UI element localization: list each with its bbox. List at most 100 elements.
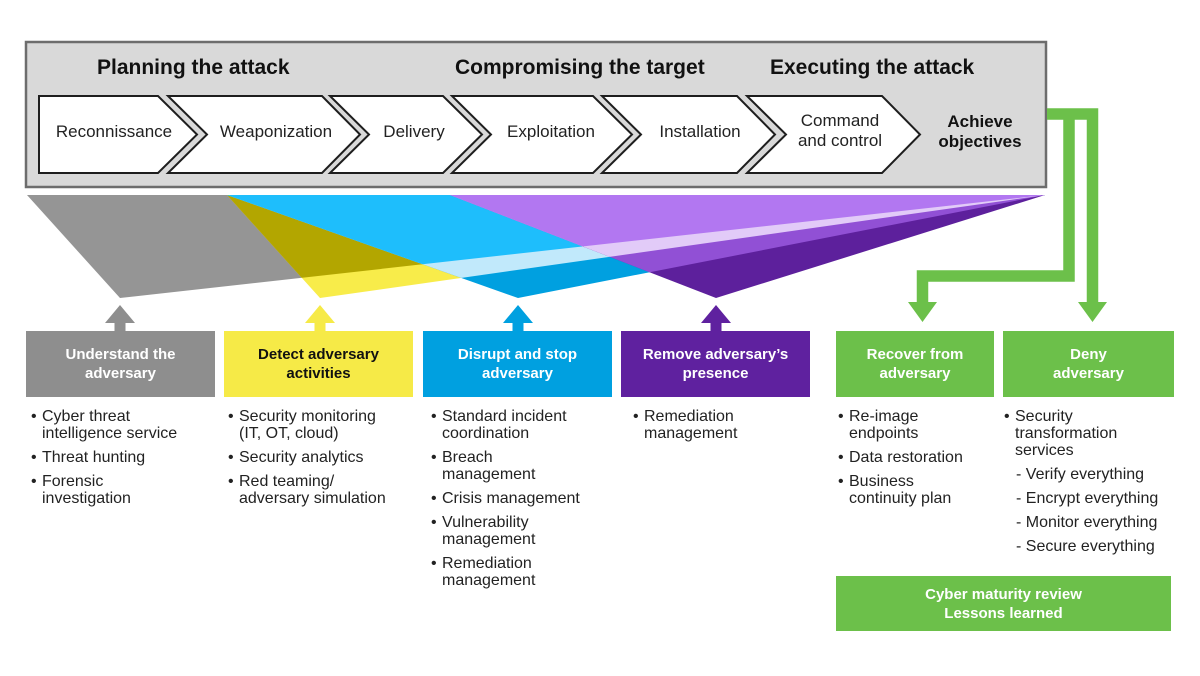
step-label-installation: Installation — [659, 122, 741, 141]
list-item-line: services — [1015, 442, 1074, 459]
list-item-line: Remediation — [442, 555, 532, 572]
list-deny: • Security transformation services - Ver… — [1004, 408, 1158, 562]
chevron-reconnaissance — [38, 95, 199, 174]
list-item-line: (IT, OT, cloud) — [239, 425, 339, 442]
phase-executing: Executing the attack — [770, 56, 975, 79]
connector-to-recover — [916, 114, 1075, 303]
capability-title-line: activities — [286, 365, 351, 382]
bullet: • — [431, 555, 437, 572]
phase-compromising: Compromising the target — [455, 56, 705, 79]
bullet: • — [431, 449, 437, 466]
list-item-line: Threat hunting — [42, 449, 146, 466]
sub-item: - Encrypt everything — [1016, 490, 1159, 507]
capability-title-line: Remove adversary’s — [642, 346, 789, 363]
capability-title-line: presence — [682, 365, 749, 382]
arrow-up-icon — [305, 305, 335, 331]
capability-title-line: Understand the — [65, 346, 176, 363]
list-item: • Security monitoring(IT, OT, cloud) — [228, 408, 386, 442]
arrow-down-icon — [908, 302, 937, 322]
final-step-achieve-objectives: Achieve objectives — [905, 112, 1055, 152]
list-item-line: management — [442, 572, 536, 589]
list-item-line: Red teaming/ — [239, 473, 335, 490]
capability-disrupt-adversary: Disrupt and stop adversary — [423, 331, 612, 397]
list-item: •Red teaming/adversary simulation — [228, 473, 386, 507]
list-item-line: Business — [849, 473, 914, 490]
list-item-line: intelligence service — [42, 425, 178, 442]
list-item: • Threat hunting — [31, 449, 177, 466]
list-item-line: endpoints — [849, 425, 919, 442]
arrow-down-icon — [1078, 302, 1107, 322]
capability-deny-adversary: Deny adversary — [1003, 331, 1174, 397]
list-item-line: Re-image — [849, 408, 919, 425]
final-step-line: Achieve — [947, 112, 1013, 131]
capability-remove-adversary: Remove adversary’s presence — [621, 331, 810, 397]
list-item-line: Crisis management — [442, 490, 580, 507]
list-item-line: management — [644, 425, 738, 442]
capability-title-line: Detect adversary — [258, 346, 379, 363]
list-item-line: Vulnerability — [442, 514, 529, 531]
capability-title-line: Recover from — [866, 346, 964, 363]
step-label-weaponization: Weaponization — [219, 122, 333, 141]
list-item-line: Forensic — [42, 473, 104, 490]
bullet: • — [31, 408, 37, 425]
list-item-line: coordination — [442, 425, 530, 442]
capability-title-line: adversary — [85, 365, 156, 382]
bullet: • — [838, 408, 844, 425]
bullet: • — [431, 490, 437, 507]
bullet: • — [31, 473, 37, 490]
list-detect: • Security monitoring(IT, OT, cloud) •Sec… — [228, 408, 386, 514]
bullet: • — [31, 449, 37, 466]
list-item-line: Data restoration — [849, 449, 963, 466]
list-item-line: management — [442, 466, 536, 483]
bullet: • — [1004, 408, 1010, 425]
list-item-line: Breach — [442, 449, 493, 466]
chevron-installation — [599, 95, 777, 174]
bullet: • — [228, 449, 234, 466]
sub-item: - Verify everything — [1016, 466, 1145, 483]
bullet: • — [228, 408, 234, 425]
chevron-delivery — [327, 95, 484, 174]
step-label-line: and control — [797, 131, 883, 150]
phase-planning: Planning the attack — [97, 56, 290, 79]
bullet: • — [228, 473, 234, 490]
capability-title-line: Deny — [1070, 346, 1107, 363]
arrow-up-icon — [105, 305, 135, 331]
bullet: • — [838, 449, 844, 466]
list-item: • Security transformation services - Ver… — [1004, 408, 1158, 555]
bullet: • — [838, 473, 844, 490]
list-item: • Data restoration — [838, 449, 963, 466]
list-item-line: Security monitoring — [239, 408, 376, 425]
chevron-exploitation — [449, 95, 634, 174]
step-label-command-and-control: Command and control — [765, 111, 915, 151]
step-label-exploitation: Exploitation — [507, 122, 595, 141]
arrow-up-icon — [701, 305, 731, 331]
bullet: • — [431, 408, 437, 425]
bullet: • — [431, 514, 437, 531]
list-item: • Crisis management — [431, 490, 580, 507]
capability-title-line: adversary — [879, 365, 951, 382]
step-label-reconnaissance: Reconnissance — [55, 122, 173, 141]
capability-detect-adversary: Detect adversary activities — [224, 331, 413, 397]
capability-title-line: Disrupt and stop — [457, 346, 578, 363]
capability-recover-adversary: Recover from adversary — [836, 331, 994, 397]
list-item-line: management — [442, 531, 536, 548]
list-item-line: Cyber threat — [42, 408, 131, 425]
capability-understand-adversary: Understand the adversary — [26, 331, 215, 397]
list-item-line: continuity plan — [849, 490, 952, 507]
step-label-line: Command — [800, 111, 880, 130]
sub-item: - Secure everything — [1016, 538, 1155, 555]
list-item: •Security analytics — [228, 449, 386, 466]
